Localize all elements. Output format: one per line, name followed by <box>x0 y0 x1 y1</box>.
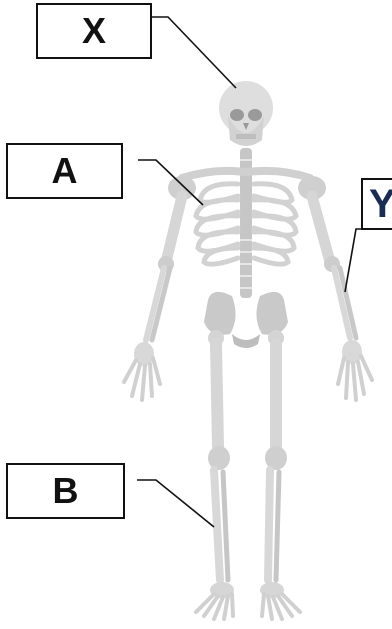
leader-line-y <box>345 229 361 292</box>
left-leg <box>208 344 230 580</box>
right-foot <box>260 582 300 619</box>
label-box-b: B <box>6 463 125 519</box>
label-box-a: A <box>6 143 123 199</box>
leader-line-x <box>151 17 236 88</box>
left-arm <box>146 196 182 340</box>
left-hand <box>124 342 160 400</box>
label-box-y: Y <box>361 178 392 230</box>
left-foot <box>196 582 234 619</box>
skeleton <box>124 81 372 619</box>
right-hand <box>338 340 372 400</box>
right-leg <box>265 344 287 580</box>
label-box-x: X <box>36 3 152 59</box>
leader-line-b <box>137 480 214 527</box>
skull <box>219 81 273 146</box>
